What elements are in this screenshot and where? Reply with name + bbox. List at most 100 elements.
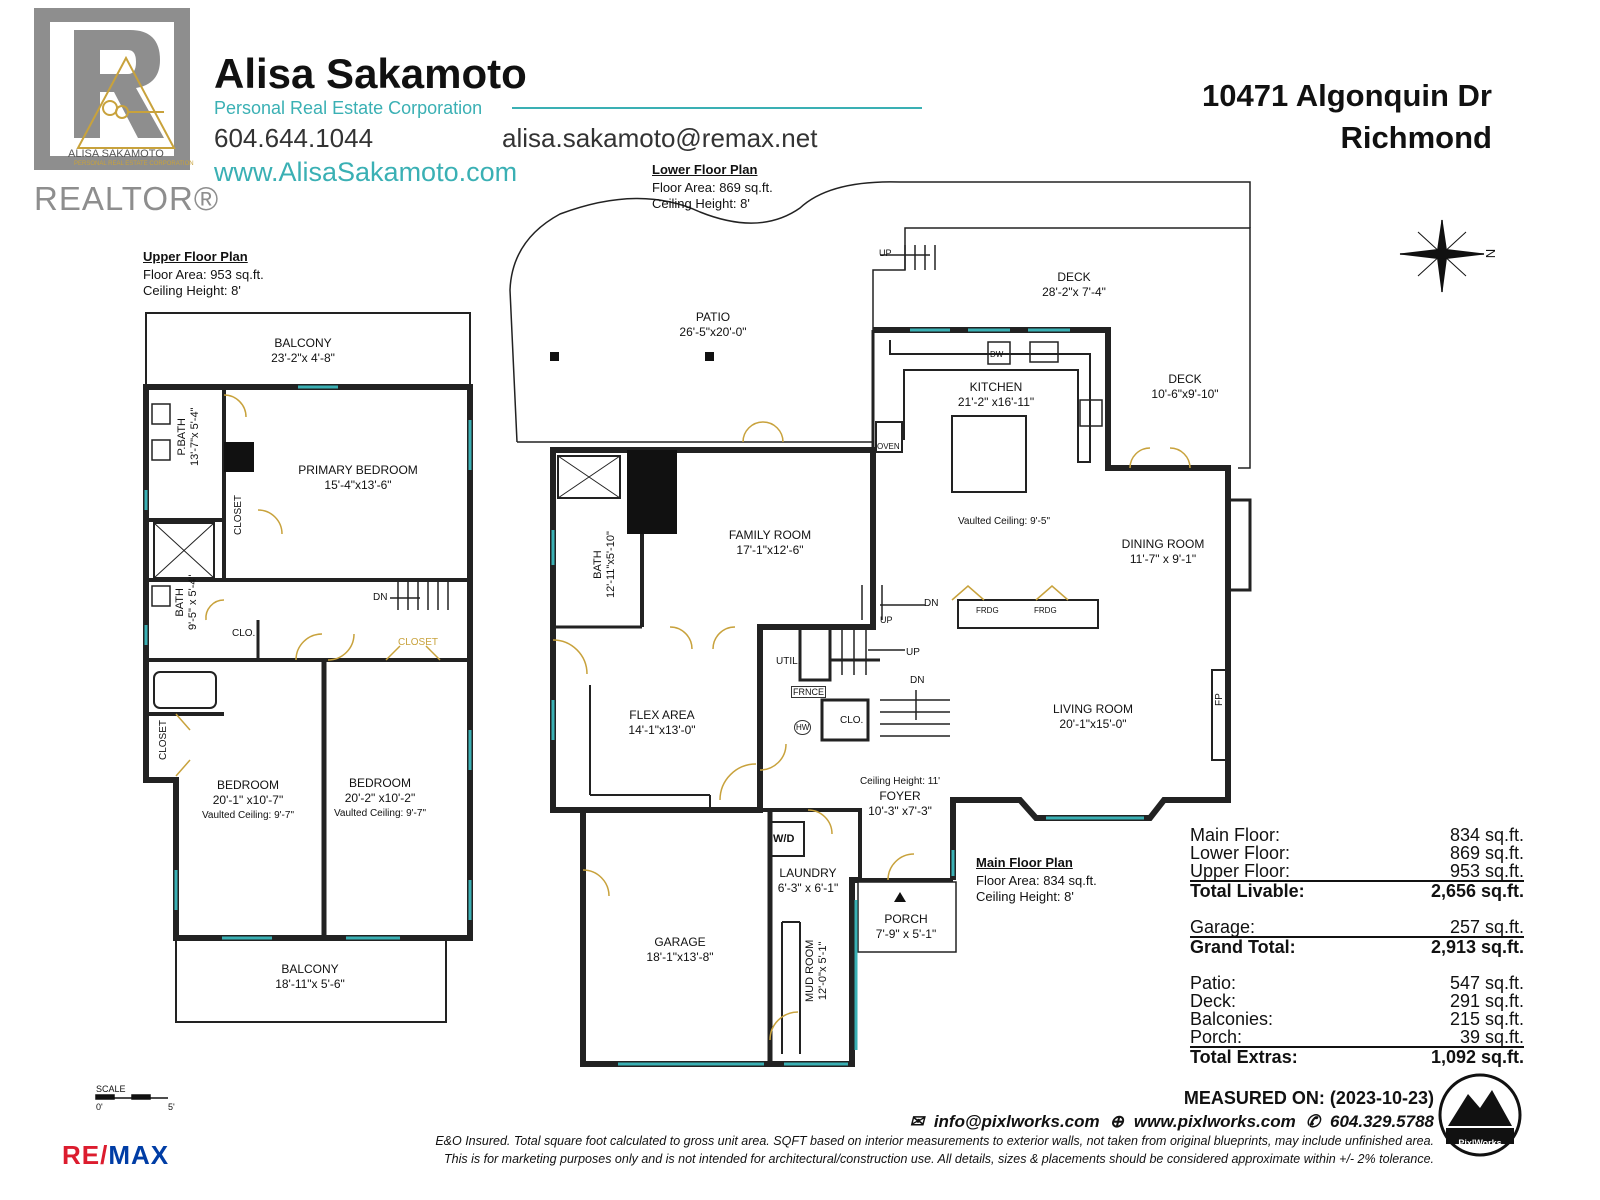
lower-plan-area: Floor Area: 869 sq.ft. (652, 180, 773, 195)
contact-phone[interactable]: 604.329.5788 (1330, 1112, 1434, 1131)
totals-value: 215 sq.ft. (1449, 1009, 1524, 1029)
totals-value: 257 sq.ft. (1449, 917, 1524, 937)
logo-subcaption: PERSONAL REAL ESTATE CORPORATION (74, 161, 194, 167)
email-icon: ✉ (909, 1112, 924, 1131)
fireplace-label: FP (1214, 693, 1225, 706)
area-totals-table: Main Floor:834 sq.ft.Lower Floor:869 sq.… (1190, 826, 1524, 1066)
main-plan-area: Floor Area: 834 sq.ft. (976, 873, 1097, 888)
divider (512, 107, 922, 109)
realtor-logo: ALISA SAKAMOTO PERSONAL REAL ESTATE CORP… (34, 8, 194, 176)
totals-value: 834 sq.ft. (1449, 825, 1524, 845)
totals-label: Patio: (1190, 973, 1237, 993)
room-bath-upper: BATH 9'-5" x 5'-4" (174, 574, 199, 630)
room-living-room: LIVING ROOM 20'-1"x15'-0" (1052, 702, 1134, 731)
deck-outline (872, 227, 1251, 469)
totals-label: Grand Total: (1190, 937, 1296, 957)
pixlworks-logo (1438, 1073, 1522, 1157)
room-pbath: P.BATH 13'-7"x 5'-4" (176, 407, 201, 466)
scale-max: 5' (168, 1102, 175, 1112)
agent-phone[interactable]: 604.644.1044 (214, 123, 374, 153)
clo-label: CLO. (840, 715, 864, 726)
compass-north-label: N (1483, 248, 1499, 259)
disclaimer-line-2: This is for marketing purposes only and … (444, 1152, 1434, 1166)
contact-email[interactable]: info@pixlworks.com (933, 1112, 1100, 1131)
agent-corporation: Personal Real Estate Corporation (214, 98, 483, 118)
room-mud-room: MUD ROOM 12'-0"x 5'-1" (804, 939, 829, 1002)
property-address: 10471 Algonquin Dr (1202, 78, 1492, 113)
totals-label: Garage: (1190, 917, 1256, 937)
totals-label: Deck: (1190, 991, 1237, 1011)
totals-row: Balconies: 215 sq.ft. (1190, 1010, 1524, 1028)
room-balcony-top: BALCONY 23'-2"x 4'-8" (271, 336, 335, 365)
pixlworks-logo-text: PixlWorks (1458, 1138, 1502, 1148)
scale-bar (95, 1094, 168, 1100)
totals-label: Porch: (1190, 1027, 1243, 1047)
fridge-label: FRDG (1034, 606, 1057, 615)
totals-row: Main Floor:834 sq.ft. (1190, 826, 1524, 844)
totals-value: 953 sq.ft. (1449, 861, 1524, 881)
patio-outline (509, 181, 1251, 443)
totals-row: Total Livable:2,656 sq.ft. (1190, 880, 1524, 900)
room-kitchen: KITCHEN 21'-2" x16'-11" (957, 380, 1035, 409)
upper-balcony-bottom (175, 937, 447, 1023)
property-city: Richmond (1340, 120, 1492, 155)
main-plan-ceiling: Ceiling Height: 8' (976, 889, 1074, 904)
washer-dryer-label: W/D (773, 833, 795, 845)
room-family-room: FAMILY ROOM 17'-1"x12'-6" (728, 528, 812, 557)
totals-row: Patio:547 sq.ft. (1190, 974, 1524, 992)
contact-web[interactable]: www.pixlworks.com (1133, 1112, 1296, 1131)
room-bedroom-2: BEDROOM 20'-2" x10'-2" Vaulted Ceiling: … (334, 776, 426, 819)
hot-water-label: HW (794, 720, 812, 735)
totals-label: Balconies: (1190, 1009, 1274, 1029)
scale-min: 0' (96, 1102, 103, 1112)
totals-label: Upper Floor: (1190, 861, 1291, 881)
closet-label: CLOSET (158, 719, 169, 760)
agent-name: Alisa Sakamoto (214, 50, 527, 97)
closet-label: CLOSET (233, 494, 244, 535)
closet-label: CLOSET (398, 637, 439, 648)
totals-label: Lower Floor: (1190, 843, 1291, 863)
room-primary-bedroom: PRIMARY BEDROOM 15'-4"x13'-6" (298, 463, 418, 492)
room-porch: PORCH 7'-9" x 5'-1" (875, 912, 937, 941)
totals-row: Total Extras: 1,092 sq.ft. (1190, 1046, 1524, 1066)
room-deck-2: DECK 10'-6"x9'-10" (1151, 372, 1219, 401)
upper-plan-area: Floor Area: 953 sq.ft. (143, 267, 264, 282)
totals-label: Total Extras: (1190, 1047, 1298, 1067)
garage-outline (580, 810, 858, 1067)
upper-plan-ceiling: Ceiling Height: 8' (143, 283, 241, 298)
totals-row: Upper Floor: 953 sq.ft. (1190, 862, 1524, 880)
globe-icon: ⊕ (1109, 1112, 1124, 1131)
stairs-up-label: UP (880, 615, 893, 625)
totals-spacer (1190, 956, 1524, 974)
main-floor-outline (873, 327, 1231, 880)
stairs-down-label: DN (924, 598, 939, 609)
lower-floor-outline (550, 447, 876, 813)
lower-plan-title: Lower Floor Plan (652, 162, 758, 177)
agent-email[interactable]: alisa.sakamoto@remax.net (502, 123, 818, 153)
upper-plan-title: Upper Floor Plan (143, 249, 248, 264)
room-bedroom-1: BEDROOM 20'-1" x10'-7" Vaulted Ceiling: … (202, 778, 294, 821)
kitchen-ceiling-note: Vaulted Ceiling: 9'-5" (958, 516, 1050, 527)
measurer-contact: ✉ info@pixlworks.com ⊕ www.pixlworks.com… (910, 1112, 1434, 1132)
room-garage: GARAGE 18'-1"x13'-8" (646, 935, 714, 964)
porch-outline (857, 881, 957, 953)
totals-value: 39 sq.ft. (1459, 1027, 1524, 1047)
totals-value: 291 sq.ft. (1449, 991, 1524, 1011)
room-dining-room: DINING ROOM 11'-7" x 9'-1" (1121, 537, 1205, 566)
room-flex-area: FLEX AREA 14'-1"x13'-0" (628, 708, 696, 737)
stairs-down-label: DN (373, 592, 388, 603)
scale-label: SCALE (96, 1084, 126, 1094)
compass-icon (1399, 219, 1485, 293)
agent-website[interactable]: www.AlisaSakamoto.com (214, 157, 518, 187)
fridge-label: FRDG (976, 606, 999, 615)
totals-value: 1,092 sq.ft. (1430, 1047, 1524, 1067)
clo-label: CLO. (232, 628, 256, 639)
room-bath-lower: BATH 12'-11"x5'-10" (592, 531, 617, 598)
measured-date: MEASURED ON: (2023-10-23) (1183, 1088, 1434, 1108)
main-plan-title: Main Floor Plan (976, 855, 1073, 870)
room-deck-1: DECK 28'-2"x 7'-4" (1042, 270, 1106, 299)
totals-row: Lower Floor:869 sq.ft. (1190, 844, 1524, 862)
stairs-down-label: DN (910, 675, 925, 686)
stairs-up-label: UP (906, 647, 920, 658)
